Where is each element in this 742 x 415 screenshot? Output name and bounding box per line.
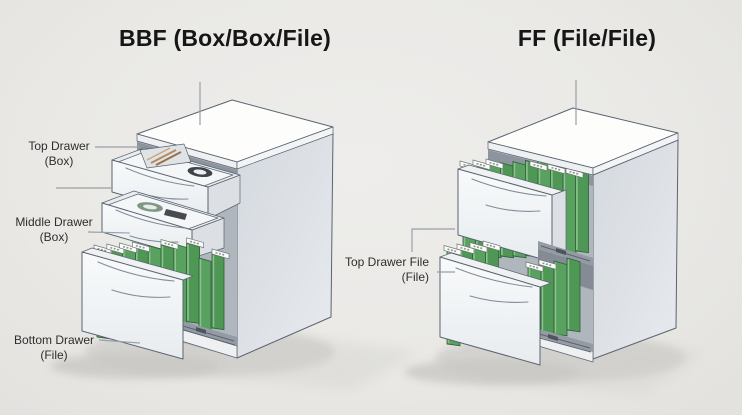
right-cabinet-base: [528, 326, 594, 363]
label-middle-drawer: Middle Drawer (Box): [8, 215, 100, 245]
label-top-drawer-line2: (Box): [44, 154, 74, 168]
slide-rail: [548, 334, 558, 341]
right-cabinet: [439, 107, 679, 366]
tape-roll: [187, 166, 213, 178]
left-cabinet: [81, 99, 334, 360]
middle-drawer-leader: [87, 231, 131, 234]
left-diagram-title: BBF (Box/Box/File): [119, 25, 331, 51]
left-top-drawer: [111, 143, 241, 220]
right-bottom-drawer: [439, 252, 552, 366]
leader-lines: [56, 80, 577, 344]
right-bottom-drawer-front: [439, 256, 541, 366]
label-bottom-drawer-line1: Bottom Drawer: [13, 333, 95, 347]
left-bottom-drawer: [81, 247, 194, 360]
right-diagram-title: FF (File/File): [517, 25, 657, 51]
label-top-drawer-line1: Top Drawer: [28, 139, 90, 153]
label-top-drawer: Top Drawer (Box): [14, 139, 104, 169]
left-cabinet-side-panel: [236, 132, 334, 359]
ff-top-drawer-elbow-leader: [411, 228, 455, 252]
bottom-drawer-leader: [98, 339, 141, 344]
stapler: [164, 209, 187, 220]
slide-rail: [556, 248, 566, 255]
label-ff-top-drawer-line2: (File): [401, 270, 429, 284]
label-ff-top-drawer: Top Drawer File (File): [322, 255, 429, 285]
label-middle-drawer-line2: (Box): [39, 230, 69, 244]
slide-rail: [196, 327, 206, 334]
label-bottom-drawer: Bottom Drawer (File): [8, 333, 100, 363]
tape-roll-green: [137, 202, 163, 212]
label-ff-top-drawer-line1: Top Drawer File: [344, 255, 429, 269]
right-top-drawer: [457, 164, 567, 263]
right-cabinet-side-panel: [592, 139, 679, 360]
label-middle-drawer-line1: Middle Drawer: [15, 215, 93, 229]
label-bottom-drawer-line2: (File): [40, 348, 68, 362]
